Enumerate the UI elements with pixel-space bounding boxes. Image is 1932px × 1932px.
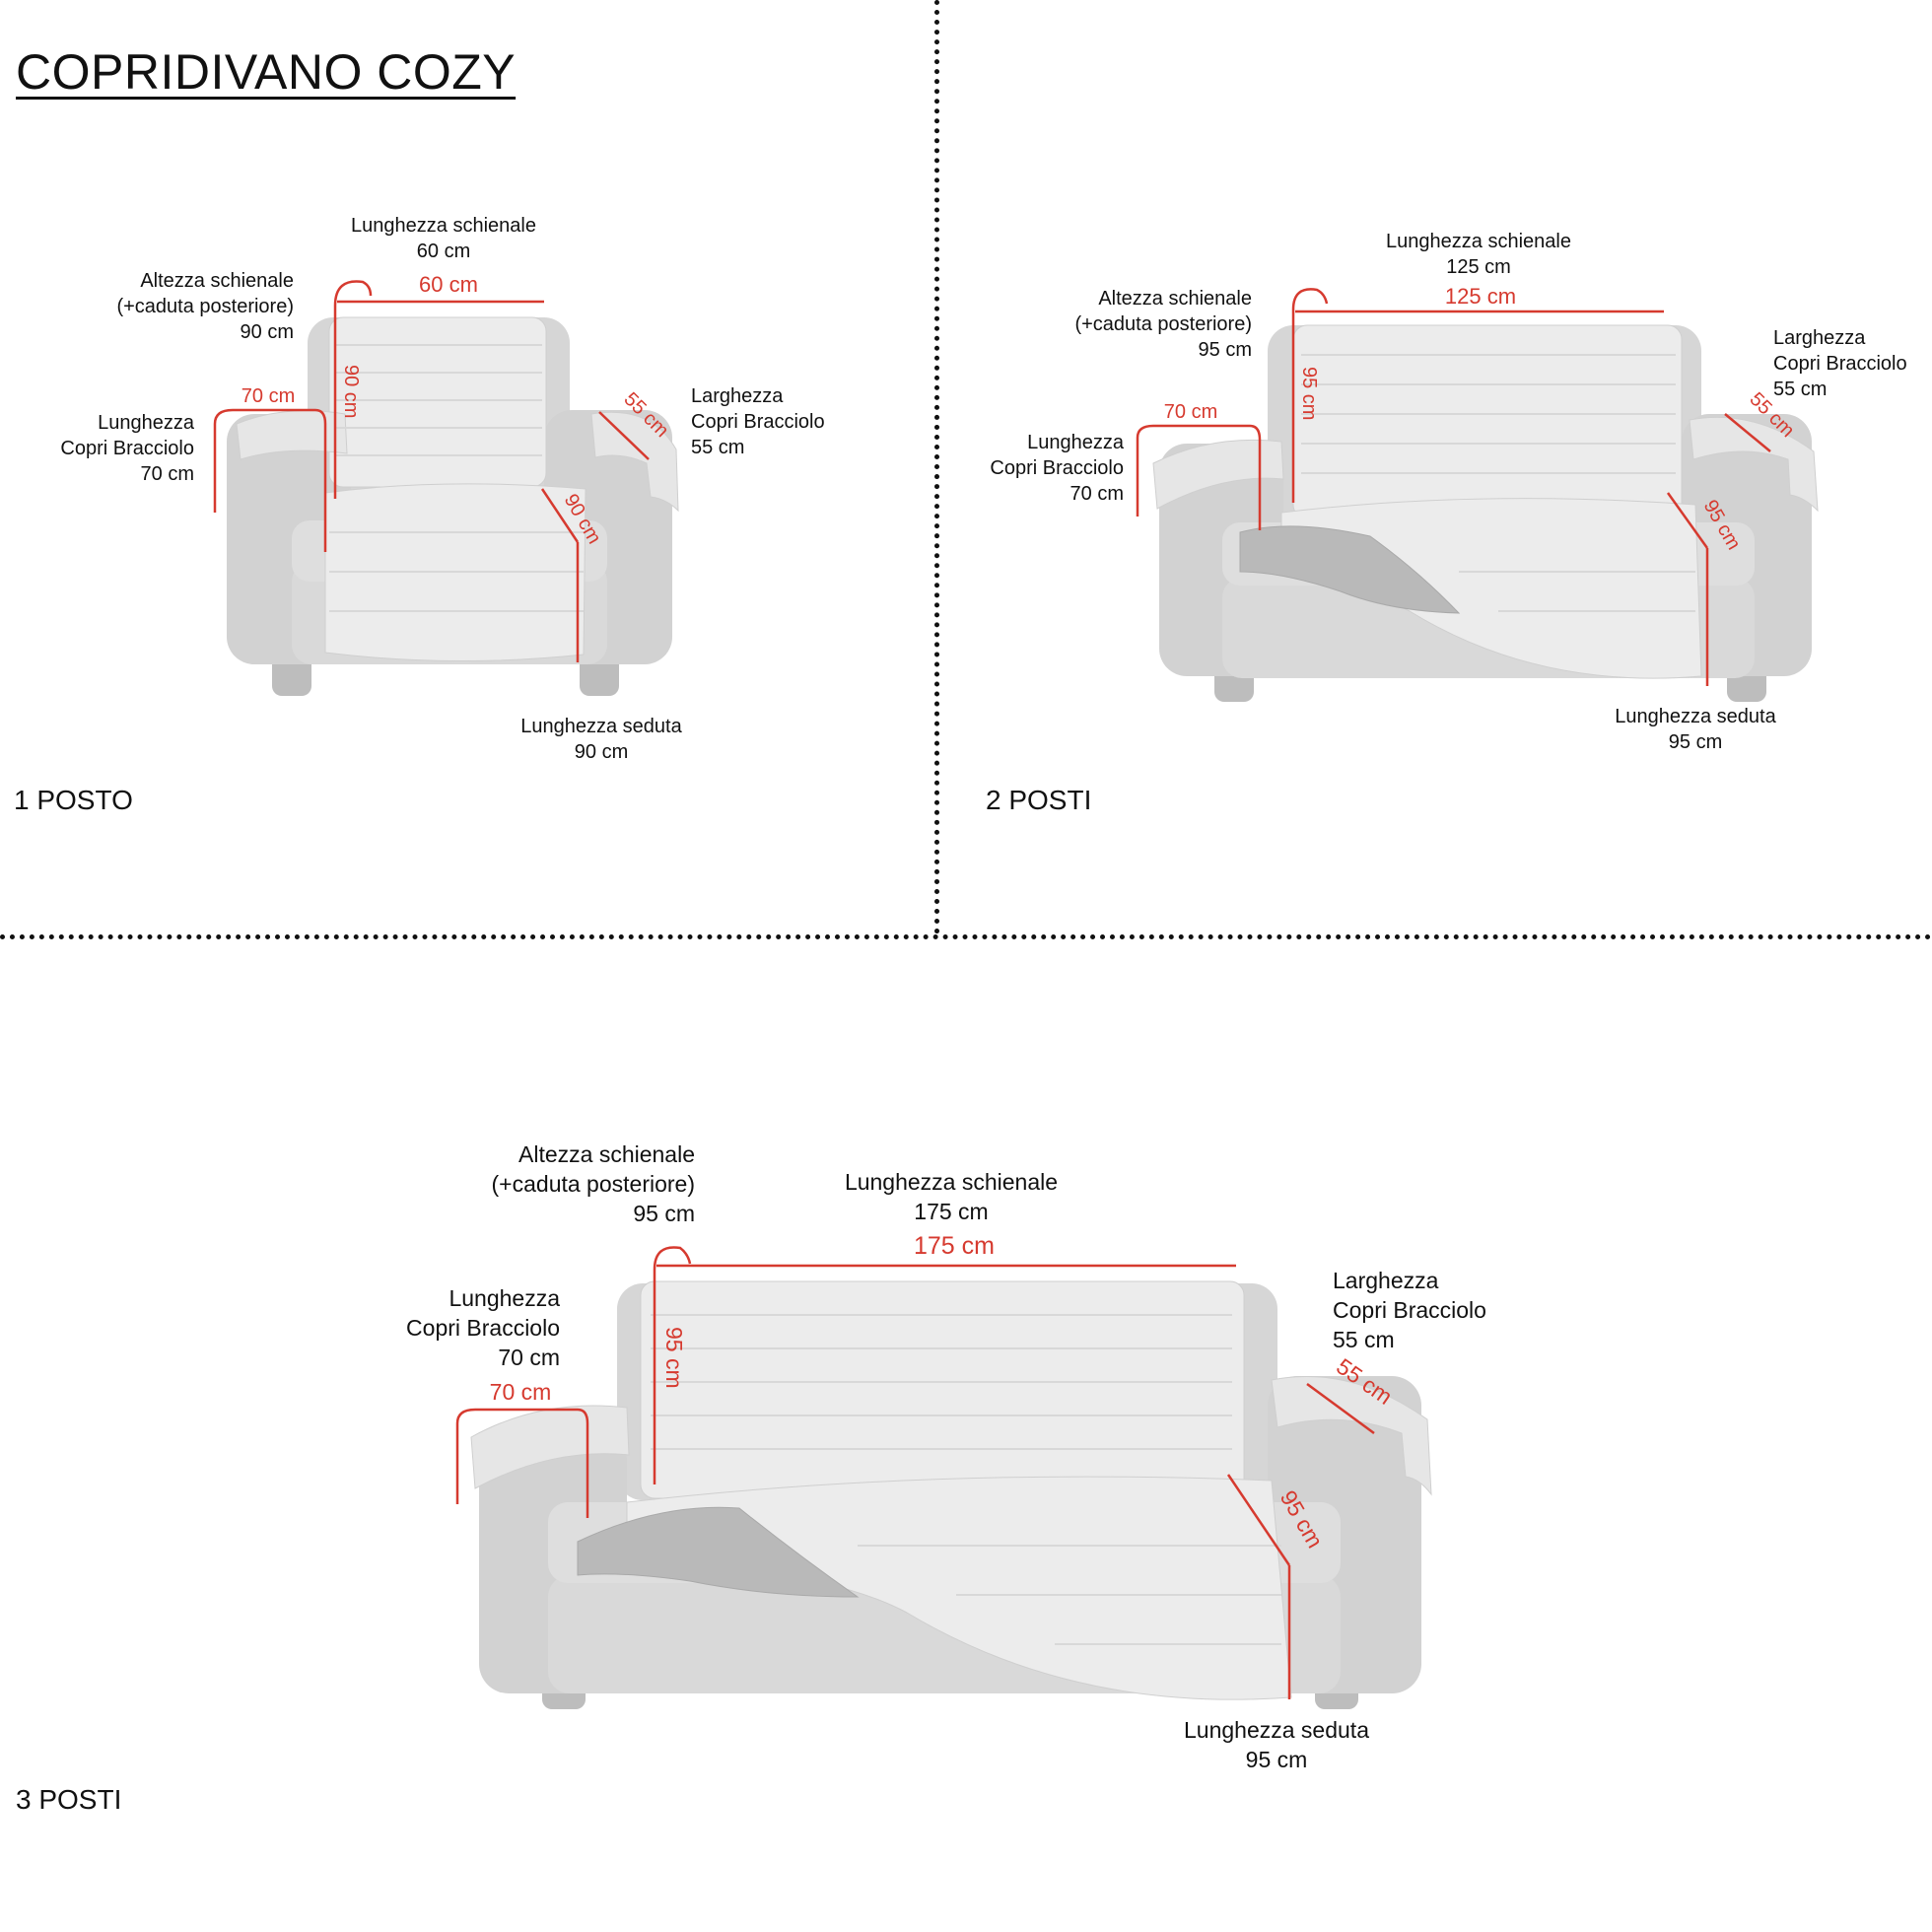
dim-back-height: 95 cm: [1298, 367, 1320, 420]
label-title: Larghezza: [1773, 327, 1866, 349]
horizontal-divider: [0, 934, 1932, 939]
section-label-2-posti: 2 POSTI: [986, 785, 1092, 815]
vertical-divider: [934, 0, 939, 934]
armchair-dimension-lines: [213, 280, 650, 662]
label-seat-length: Lunghezza seduta 95 cm: [1148, 1715, 1405, 1774]
dim-back-height: 95 cm: [661, 1327, 687, 1389]
label-back-height: Altezza schienale (+caduta posteriore) 9…: [69, 268, 294, 345]
dim-back-length: 60 cm: [419, 272, 478, 297]
label-title: Lunghezza: [1027, 432, 1124, 453]
label-armrest-length: Lunghezza Copri Bracciolo 70 cm: [20, 410, 194, 487]
label-subtitle: (+caduta posteriore): [1074, 313, 1252, 335]
section-label-1-posto: 1 POSTO: [14, 785, 133, 815]
three-seat-sofa-illustration: 175 cm 95 cm 70 cm 55 cm 95 cm: [455, 1232, 1432, 1709]
label-armrest-width: Larghezza Copri Bracciolo 55 cm: [1773, 325, 1931, 402]
label-value: 55 cm: [1333, 1327, 1395, 1352]
label-subtitle: Copri Bracciolo: [1773, 353, 1907, 375]
label-title: Lunghezza schienale: [351, 215, 536, 237]
label-title: Larghezza: [691, 385, 784, 407]
label-back-length: Lunghezza schienale 60 cm: [340, 213, 547, 264]
label-subtitle: (+caduta posteriore): [491, 1171, 695, 1197]
label-back-height: Altezza schienale (+caduta posteriore) 9…: [424, 1139, 695, 1228]
label-value: 95 cm: [1668, 731, 1723, 753]
label-value: 55 cm: [691, 437, 745, 458]
label-title: Lunghezza: [98, 412, 194, 434]
two-seat-sofa-dimension-lines: [1136, 288, 1771, 686]
dim-back-length: 125 cm: [1445, 286, 1516, 309]
label-armrest-width: Larghezza Copri Bracciolo 55 cm: [691, 383, 878, 460]
dim-armrest-length: 70 cm: [1164, 401, 1217, 423]
armchair-illustration: 60 cm 90 cm 70 cm 55 cm 90 cm: [213, 272, 679, 696]
label-subtitle: Copri Bracciolo: [406, 1315, 560, 1341]
label-value: 70 cm: [1070, 483, 1124, 505]
label-title: Lunghezza schienale: [1386, 231, 1571, 252]
label-value: 60 cm: [416, 241, 471, 262]
label-subtitle: Copri Bracciolo: [990, 457, 1124, 479]
label-subtitle: (+caduta posteriore): [116, 296, 294, 317]
label-back-length: Lunghezza schienale 125 cm: [1370, 229, 1587, 280]
label-value: 125 cm: [1446, 256, 1511, 278]
label-value: 90 cm: [574, 741, 629, 763]
label-value: 90 cm: [240, 321, 294, 343]
dim-back-length: 175 cm: [914, 1232, 995, 1260]
three-seat-sofa-dimension-lines: [455, 1246, 1375, 1699]
three-seat-sofa-cover: [470, 1280, 1432, 1700]
label-seat-length: Lunghezza seduta 95 cm: [1587, 704, 1804, 755]
label-value: 175 cm: [914, 1199, 989, 1224]
label-armrest-length: Lunghezza Copri Bracciolo 70 cm: [365, 1283, 560, 1372]
label-subtitle: Copri Bracciolo: [60, 438, 194, 459]
label-title: Altezza schienale: [518, 1141, 695, 1167]
armchair-cover: [236, 316, 679, 662]
label-value: 95 cm: [1198, 339, 1252, 361]
label-value: 55 cm: [1773, 379, 1828, 400]
section-label-3-posti: 3 POSTI: [16, 1784, 122, 1815]
label-seat-length: Lunghezza seduta 90 cm: [498, 714, 705, 765]
dim-armrest-length: 70 cm: [490, 1379, 552, 1405]
dim-back-height: 90 cm: [340, 365, 362, 418]
two-seat-sofa-illustration: 125 cm 95 cm 70 cm 55 cm 95 cm: [1136, 286, 1819, 702]
label-title: Altezza schienale: [1098, 288, 1252, 310]
label-title: Lunghezza: [448, 1285, 560, 1311]
page-title: COPRIDIVANO COZY: [16, 44, 517, 100]
label-armrest-length: Lunghezza Copri Bracciolo 70 cm: [946, 430, 1124, 507]
label-value: 70 cm: [498, 1345, 560, 1370]
label-title: Lunghezza seduta: [520, 716, 682, 737]
label-back-height: Altezza schienale (+caduta posteriore) 9…: [1027, 286, 1252, 363]
two-seat-sofa-cover: [1152, 324, 1819, 679]
label-value: 70 cm: [140, 463, 194, 485]
label-title: Lunghezza schienale: [844, 1169, 1059, 1195]
label-back-length: Lunghezza schienale 175 cm: [823, 1167, 1079, 1226]
label-subtitle: Copri Bracciolo: [691, 411, 825, 433]
label-title: Lunghezza seduta: [1615, 706, 1776, 727]
label-value: 95 cm: [633, 1201, 695, 1226]
label-title: Altezza schienale: [140, 270, 294, 292]
label-title: Lunghezza seduta: [1184, 1717, 1369, 1743]
dim-armrest-length: 70 cm: [242, 385, 295, 407]
label-armrest-width: Larghezza Copri Bracciolo 55 cm: [1333, 1266, 1530, 1354]
label-title: Larghezza: [1333, 1268, 1439, 1293]
label-subtitle: Copri Bracciolo: [1333, 1297, 1486, 1323]
label-value: 95 cm: [1245, 1747, 1308, 1772]
